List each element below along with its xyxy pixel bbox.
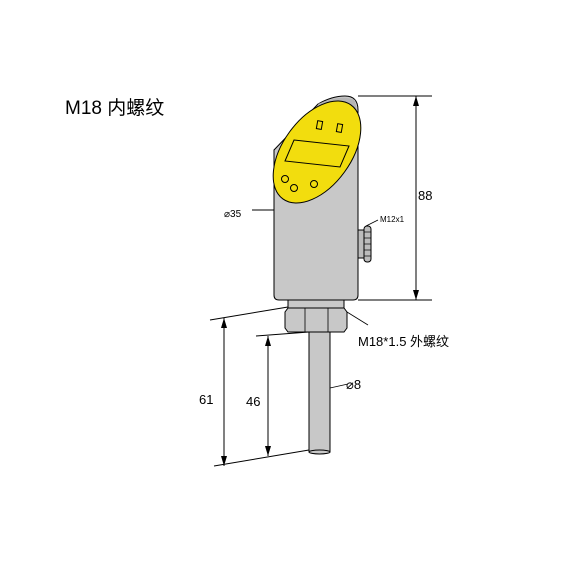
buttons (281, 175, 318, 192)
label-61: 61 (199, 392, 213, 407)
display-window (284, 139, 350, 168)
drawing-title: M18 内螺纹 (65, 97, 164, 119)
label-thread: M18*1.5 外螺纹 (358, 334, 449, 349)
hex-nut (284, 307, 348, 333)
sensor-body (272, 95, 372, 455)
dimension-thread: M18*1.5 外螺纹 (346, 311, 449, 349)
label-connector: M12x1 (380, 215, 405, 224)
led-indicator-left (315, 120, 324, 131)
led-indicator-right (335, 123, 344, 134)
button-2 (290, 184, 298, 192)
connector-m12 (357, 225, 372, 263)
dimension-diameter-8: ⌀8 (329, 377, 361, 392)
label-88: 88 (418, 188, 432, 203)
dimension-connector: M12x1 (365, 215, 405, 227)
dimension-46: 46 (246, 331, 310, 456)
label-46: 46 (246, 394, 260, 409)
dimension-61: 61 (199, 306, 310, 467)
label-diameter-35: ⌀35 (224, 209, 242, 220)
label-diameter-8: ⌀8 (346, 377, 361, 392)
neck (287, 299, 345, 309)
button-3 (310, 180, 318, 188)
dimension-diameter-35: ⌀35 (224, 209, 274, 220)
probe (308, 331, 331, 453)
dimension-88: 88 (358, 95, 432, 301)
button-1 (281, 175, 289, 183)
